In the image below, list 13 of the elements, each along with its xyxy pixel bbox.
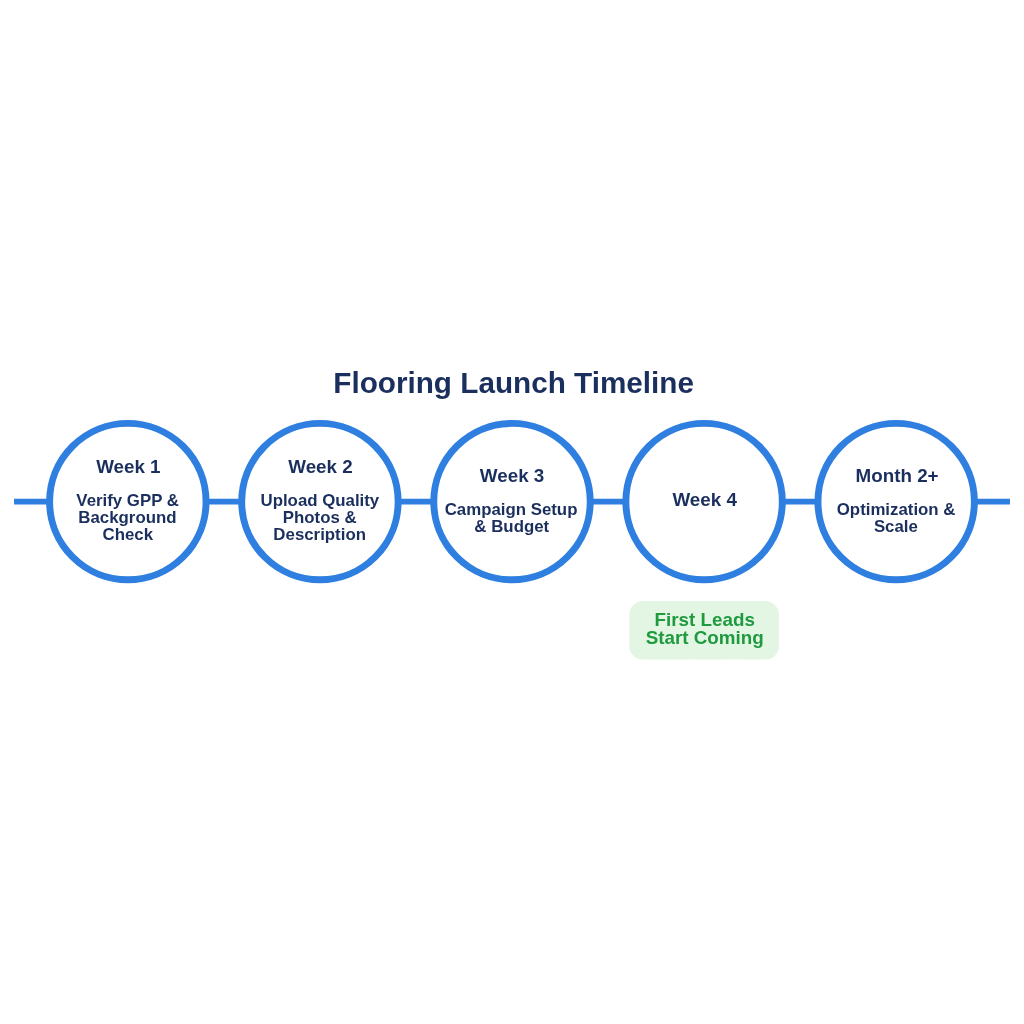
node-circle: Week 4 xyxy=(622,419,786,583)
connector xyxy=(14,498,50,505)
node-circle: Month 2+ Optimization & Scale xyxy=(814,419,978,583)
connector xyxy=(782,498,818,505)
connector xyxy=(398,498,434,505)
node-circle: Week 2 Upload Quality Photos & Description xyxy=(238,419,402,583)
diagram-title: Flooring Launch Timeline xyxy=(333,365,694,399)
connector xyxy=(974,498,1010,505)
node-box: First Leads Start Coming xyxy=(629,600,779,660)
node-circle: Week 1 Verify GPP & Background Check xyxy=(46,419,210,583)
node-circle: Week 3 Campaign Setup & Budget xyxy=(430,419,594,583)
connector xyxy=(590,498,626,505)
connector xyxy=(206,498,242,505)
